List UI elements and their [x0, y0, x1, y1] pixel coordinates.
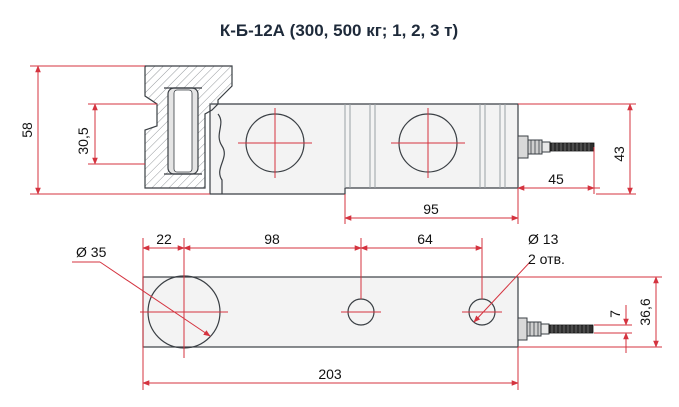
load-cell-body-side	[209, 103, 519, 195]
dim-hole-large: Ø 35	[76, 244, 107, 260]
dim-overall-length: 203	[318, 366, 342, 382]
cable-gland-bottom	[517, 317, 594, 341]
top-view: 58 30,5 95 45 43	[19, 65, 636, 224]
dim-body-length: 95	[423, 201, 439, 217]
dim-hole-spacing-1: 98	[264, 231, 280, 247]
dim-side-height: 43	[611, 146, 627, 162]
dim-overall-height: 58	[19, 122, 35, 138]
dim-mount-height: 30,5	[75, 127, 91, 154]
dim-cable-height: 7	[607, 310, 623, 318]
dim-body-height: 36,6	[637, 298, 653, 325]
dim-hole-spacing-2: 64	[417, 231, 433, 247]
dim-hole-small-count: 2 отв.	[528, 251, 565, 267]
bottom-view: 22 98 64 Ø 35 Ø 13 2 отв. 203 7 36,6	[72, 231, 662, 390]
dim-first-offset: 22	[156, 231, 172, 247]
break-line	[217, 113, 225, 194]
cable-gland-top	[517, 135, 595, 159]
drawing-title: К-Б-12А (300, 500 кг; 1, 2, 3 т)	[220, 21, 458, 40]
dim-cable-offset: 45	[548, 171, 564, 187]
dim-hole-small: Ø 13	[528, 231, 559, 247]
